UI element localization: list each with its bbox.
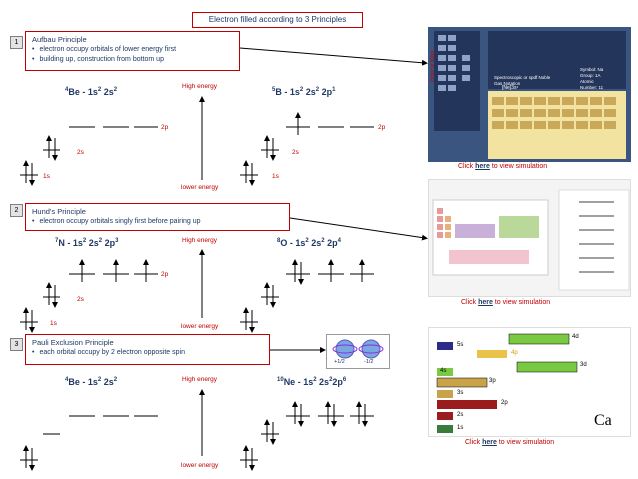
principle-number-1: 1 — [10, 36, 23, 49]
simulation-link-2[interactable]: here — [478, 299, 493, 306]
principle-bullet: electron occupy orbitals singly first be… — [32, 217, 283, 227]
order-of-filling-label: Order of filling — [430, 50, 436, 82]
level-3d: 3d — [580, 362, 587, 368]
spin-plus-label: +1/2 — [334, 359, 345, 365]
principle-title: Hund's Principle — [32, 207, 86, 216]
connector-arrow — [289, 217, 428, 241]
config-be-1: 4Be - 1s2 2s2 — [65, 87, 118, 97]
principle-number-2: 2 — [10, 204, 23, 217]
orbital-label-2s: 2s — [77, 149, 84, 156]
level-2s: 2s — [457, 412, 464, 418]
level-2p: 2p — [501, 400, 508, 406]
notation-value: [Ne]3s¹ — [502, 85, 519, 91]
orbital-label-2s: 2s — [77, 296, 84, 303]
config-n: 7N - 1s2 2s2 2p3 — [55, 238, 119, 248]
page-title: Electron filled according to 3 Principle… — [192, 12, 363, 28]
lower-energy-label: lower energy — [181, 323, 219, 330]
level-3s: 3s — [457, 390, 464, 396]
config-b: 5B - 1s2 2s2 2p1 — [272, 87, 336, 97]
orbital-label-1s: 1s — [272, 173, 279, 180]
orbital-label-2p: 2p — [378, 124, 386, 131]
high-energy-label: High energy — [182, 237, 218, 244]
principle-title: Aufbau Principle — [32, 35, 87, 44]
lower-energy-label: lower energy — [181, 184, 219, 191]
simulation-caption-2: Click here to view simulation — [461, 299, 551, 306]
hunds-principle-box: Hund's Principle electron occupy orbital… — [25, 203, 290, 231]
simulation-thumbnail-3[interactable]: 5s 4p 4d 4s 3d 3p 3s 2p 2s 1s Ca — [428, 327, 631, 437]
principle-bullet: building up, construction from bottom up — [32, 55, 233, 65]
aufbau-principle-box: Aufbau Principle electron occupy orbital… — [25, 31, 240, 71]
level-1s: 1s — [457, 425, 464, 431]
pauli-principle-box: Pauli Exclusion Principle each orbital o… — [25, 334, 270, 365]
orbital-label-2p: 2p — [161, 124, 169, 131]
orbital-label-2p: 2p — [161, 271, 169, 278]
config-ne: 10Ne - 1s2 2s22p6 — [277, 377, 347, 387]
element-symbol: Ca — [594, 412, 612, 429]
config-o: 8O - 1s2 2s2 2p4 — [277, 238, 341, 248]
orbital-label-1s: 1s — [50, 320, 57, 327]
level-4d: 4d — [572, 334, 579, 340]
spin-illustration: +1/2 -1/2 — [326, 334, 390, 369]
principle-number-3: 3 — [10, 338, 23, 351]
notation-caption: Spectroscopic or spdf Noble Gas Notation — [494, 75, 551, 86]
lower-energy-label: lower energy — [181, 462, 219, 469]
orbital-label-1s: 1s — [43, 173, 50, 180]
level-4s: 4s — [440, 368, 447, 374]
orbital-label-2s: 2s — [292, 149, 299, 156]
level-3p: 3p — [489, 378, 496, 384]
spin-minus-label: -1/2 — [364, 359, 374, 365]
level-5s: 5s — [457, 342, 464, 348]
simulation-thumbnail-1[interactable]: Order of filling Spectroscopic or spdf N… — [428, 27, 631, 162]
simulation-caption-3: Click here to view simulation — [465, 439, 555, 446]
simulation-link-1[interactable]: here — [475, 163, 490, 170]
high-energy-label: High energy — [182, 376, 218, 383]
connector-arrow — [239, 47, 428, 66]
principle-title: Pauli Exclusion Principle — [32, 338, 114, 347]
principle-bullet: electron occupy orbitals of lower energy… — [32, 45, 233, 55]
high-energy-label: High energy — [182, 83, 218, 90]
level-4p: 4p — [511, 350, 518, 356]
simulation-link-3[interactable]: here — [482, 439, 497, 446]
simulation-caption-1: Click here to view simulation — [458, 163, 548, 170]
config-be-2: 4Be - 1s2 2s2 — [65, 377, 118, 387]
principle-bullet: each orbital occupy by 2 electron opposi… — [32, 348, 263, 358]
simulation-thumbnail-2[interactable] — [428, 179, 631, 297]
